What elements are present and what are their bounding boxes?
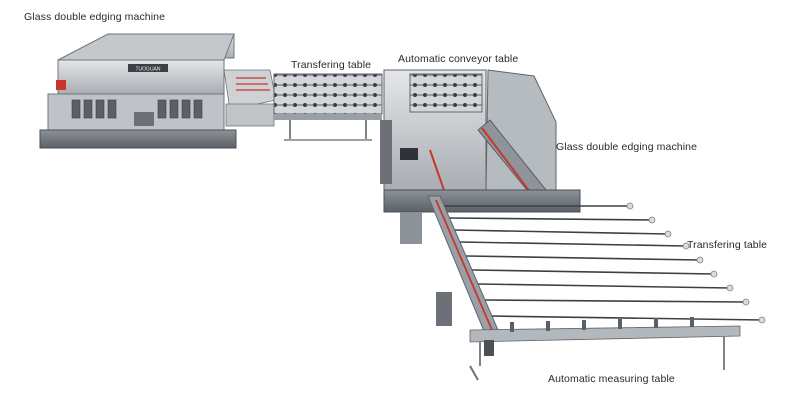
machine-nameplate-text: TUOGUAN	[136, 67, 161, 73]
label-conveyor-table: Automatic conveyor table	[398, 53, 519, 65]
label-edging-machine-2: Glass double edging machine	[556, 141, 698, 153]
machine-nameplate	[128, 64, 168, 72]
transfer-table-top	[273, 73, 383, 141]
label-transfer-table-1: Transfering table	[291, 59, 372, 71]
label-measuring-table: Automatic measuring table	[548, 373, 675, 385]
feed-section-left	[223, 69, 277, 127]
label-transfer-table-2: Transfering table	[687, 239, 768, 251]
measuring-table	[427, 195, 741, 381]
edging-machine-left: TUOGUAN	[39, 33, 237, 149]
transfer-table-bottom	[442, 202, 766, 324]
label-edging-machine-1: Glass double edging machine	[24, 11, 166, 23]
